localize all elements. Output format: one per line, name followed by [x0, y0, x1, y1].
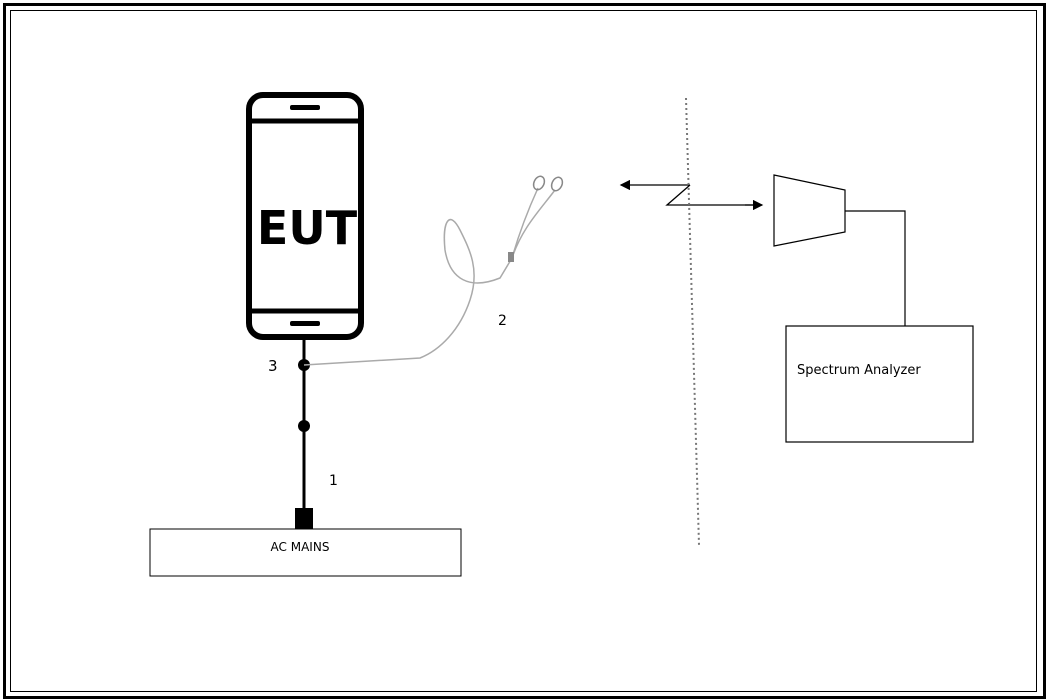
- earbud-right-icon: [550, 176, 564, 192]
- eut-label: EUT: [257, 201, 358, 255]
- mains-cable: [295, 337, 313, 530]
- ac-mains-box: AC MAINS: [149, 528, 462, 577]
- inline-mic-icon: [508, 252, 514, 262]
- label-2: 2: [498, 313, 507, 329]
- spectrum-analyzer-box: Spectrum Analyzer: [785, 325, 974, 443]
- plug-icon: [295, 508, 313, 530]
- inner-border: [10, 10, 1037, 692]
- earphone-cable: [303, 175, 564, 366]
- boundary-dotted-line: [685, 97, 700, 546]
- home-button-icon: [290, 321, 320, 326]
- outer-border: [3, 3, 1046, 699]
- analyzer-cable: [845, 210, 906, 326]
- eut-phone: EUT: [246, 92, 364, 340]
- label-3: 3: [268, 357, 278, 375]
- earbud-left-icon: [532, 175, 546, 191]
- cable-node: [298, 420, 310, 432]
- earpiece-icon: [290, 105, 320, 110]
- spectrum-analyzer-label: Spectrum Analyzer: [797, 363, 921, 378]
- ac-mains-label: AC MAINS: [271, 540, 330, 554]
- label-1: 1: [329, 473, 338, 489]
- antenna-icon: [773, 174, 846, 247]
- radiated-signal-arrow: [619, 179, 764, 211]
